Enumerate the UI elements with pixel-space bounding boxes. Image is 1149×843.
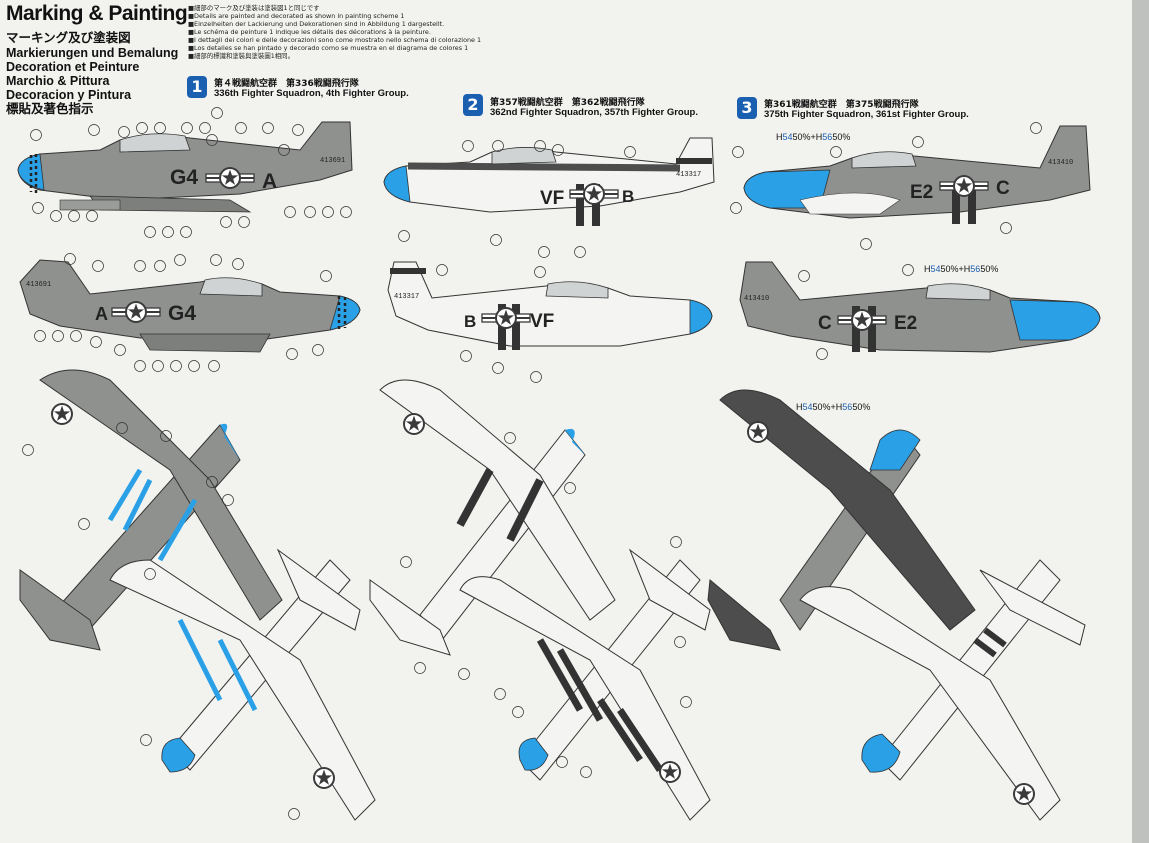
mix-b: H <box>816 132 823 142</box>
s2-code-right: B <box>622 187 634 206</box>
s3-left-profile: E2 C 413410 <box>743 125 1091 224</box>
s1-code-right-r: A <box>95 304 108 324</box>
mix-a: H <box>924 264 931 274</box>
note-line: ■Los detalles se han pintado y decorado … <box>188 44 469 52</box>
lang-heading-de: Markierungen und Bemalung <box>6 46 179 60</box>
note-line: ■Einzelheiten der Lackierung und Dekorat… <box>188 20 445 28</box>
mix-b-num: 56 <box>970 264 980 274</box>
s1-left-profile: G4 A 413691 <box>17 121 353 213</box>
mix-b: H <box>836 402 843 412</box>
s3-code-right: C <box>996 178 1010 199</box>
s1-serial: 413691 <box>320 157 345 165</box>
s1-serial-r: 413691 <box>26 281 51 289</box>
lang-heading-zh: 標貼及著色指示 <box>6 102 94 116</box>
scheme-1-unit-en: 336th Fighter Squadron, 4th Fighter Grou… <box>214 88 409 99</box>
lang-heading-fr: Decoration et Peinture <box>6 60 140 74</box>
s3-bottom-view <box>799 559 1086 821</box>
svg-text:H5450%+H5650%: H5450%+H5650% <box>924 264 998 274</box>
mix-label-s3-plan: H5450%+H5650% <box>796 402 870 412</box>
mix-a-num: 54 <box>783 132 793 142</box>
mix-a: H <box>796 402 803 412</box>
decal-callouts <box>22 107 1042 820</box>
scheme-3-badge: 3 <box>737 97 757 119</box>
mix-a: H <box>776 132 783 142</box>
mix-mid: 50%+ <box>793 132 816 142</box>
sheet-edge <box>1132 0 1149 843</box>
note-line: ■Le schéma de peinture 1 indique les dét… <box>188 28 431 36</box>
note-line: ■I dettagli dei colori e delle decorazio… <box>188 36 482 44</box>
scheme-3-unit-jp: 第361戦闘航空群 第375戦闘飛行隊 <box>764 100 919 110</box>
svg-text:H5450%+H5650%: H5450%+H5650% <box>796 402 870 412</box>
s2-left-profile: VF B 413317 <box>383 137 715 226</box>
note-line: ■Details are painted and decorated as sh… <box>188 12 405 20</box>
notes-block: ■細部のマーク及び塗装は塗装図1と同じです ■Details are paint… <box>188 4 528 60</box>
mix-a-num: 54 <box>803 402 813 412</box>
s1-code-left-r: G4 <box>168 302 196 325</box>
mix-end: 50% <box>980 264 998 274</box>
s3-right-profile: E2 C 413410 <box>739 261 1101 353</box>
s2-code-right-r: B <box>464 312 476 331</box>
mix-label-s3-right: H5450%+H5650% <box>924 264 998 274</box>
note-line: ■細部的標識和塗裝與塗裝圖1相同。 <box>188 52 294 60</box>
lang-heading-it: Marchio & Pittura <box>6 74 110 88</box>
s3-serial-r: 413410 <box>744 295 769 303</box>
s2-top-view <box>369 379 616 656</box>
mix-b: H <box>964 264 971 274</box>
lang-heading-es: Decoracion y Pintura <box>6 88 132 102</box>
s2-right-profile: VF B 413317 <box>387 261 713 350</box>
note-line: ■細部のマーク及び塗装は塗装図1と同じです <box>188 4 320 12</box>
mix-end: 50% <box>852 402 870 412</box>
s1-top-view <box>19 369 283 651</box>
s2-code-left: VF <box>540 188 564 209</box>
scheme-1-unit-jp: 第４戦闘航空群 第336戦闘飛行隊 <box>214 79 359 89</box>
scheme-2-unit-en: 362nd Fighter Squadron, 357th Fighter Gr… <box>490 107 698 118</box>
s3-serial: 413410 <box>1048 159 1073 167</box>
s1-bottom-view <box>109 548 376 821</box>
mix-b-num: 56 <box>842 402 852 412</box>
scheme-3-unit-en: 375th Fighter Squadron, 361st Fighter Gr… <box>764 109 969 120</box>
mix-mid: 50%+ <box>813 402 836 412</box>
svg-text:H5450%+H5650%: H5450%+H5650% <box>776 132 850 142</box>
page-title: Marking & Painting <box>6 2 188 25</box>
s2-bottom-view <box>459 548 711 821</box>
s3-code-left: E2 <box>910 182 933 203</box>
scheme-2-unit-jp: 第357戦闘航空群 第362戦闘飛行隊 <box>490 98 645 108</box>
s2-code-left-r: VF <box>530 311 554 332</box>
s3-code-left-r: E2 <box>894 313 917 334</box>
s3-top-view <box>707 389 976 651</box>
mix-b-num: 56 <box>822 132 832 142</box>
mix-mid: 50%+ <box>941 264 964 274</box>
scheme-2-badge: 2 <box>463 94 483 116</box>
s3-code-right-r: C <box>818 313 832 334</box>
mix-a-num: 54 <box>931 264 941 274</box>
s1-code-left: G4 <box>170 166 198 189</box>
lang-heading-jp: マーキング及び塗装図 <box>6 31 131 45</box>
mix-end: 50% <box>832 132 850 142</box>
s2-serial-r: 413317 <box>394 293 419 301</box>
s1-right-profile: G4 A 413691 <box>19 259 361 353</box>
mix-label-s3-top: H5450%+H5650% <box>776 132 850 142</box>
scheme-1-badge: 1 <box>187 76 207 98</box>
s1-code-right: A <box>262 170 277 193</box>
s2-serial: 413317 <box>676 171 701 179</box>
